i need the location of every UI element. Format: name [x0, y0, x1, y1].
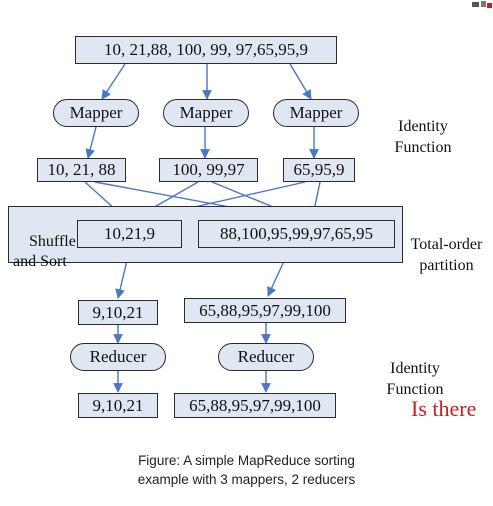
mapper-output-2-text: 100, 99,97 [172, 160, 245, 179]
sorted-partition-1-text: 9,10,21 [92, 302, 144, 322]
final-output-1: 9,10,21 [78, 393, 158, 418]
mapper-output-1: 10, 21, 88 [37, 158, 126, 182]
mapper-output-3: 65,95,9 [283, 158, 355, 182]
reducer-identity-note-text: Identity Function [386, 360, 444, 398]
side-question-text: Is there [411, 396, 477, 421]
sorted-partition-1: 9,10,21 [78, 300, 158, 325]
corner-logo-icon [472, 1, 492, 8]
shuffle-sort-label-text: Shuffle and Sort [13, 233, 76, 270]
figure-caption-text: Figure: A simple MapReduce sorting examp… [137, 453, 356, 487]
mapper-identity-note: Identity Function [378, 95, 468, 158]
mapper-3-label: Mapper [289, 103, 343, 122]
input-box: 10, 21,88, 100, 99, 97,65,95,9 [75, 36, 337, 64]
total-order-note-text: Total-order partition [410, 236, 483, 274]
reducer-2: Reducer [218, 343, 314, 371]
shuffle-sort-label: Shuffle and Sort [13, 212, 76, 292]
mapper-2-label: Mapper [179, 103, 233, 122]
mapper-output-3-text: 65,95,9 [293, 160, 345, 179]
reducer-1-label: Reducer [89, 347, 147, 366]
sorted-partition-2-text: 65,88,95,97,99,100 [199, 300, 331, 320]
mapper-1-label: Mapper [69, 103, 123, 122]
reducer-1: Reducer [70, 343, 166, 371]
mapper-output-2: 100, 99,97 [159, 158, 258, 182]
reducer-2-label: Reducer [237, 347, 295, 366]
mapper-1: Mapper [53, 99, 139, 127]
partition-2-text: 88,100,95,99,97,65,95 [220, 224, 373, 243]
mapper-3: Mapper [273, 99, 359, 127]
edge-mapper1-output [85, 126, 97, 159]
partition-1: 10,21,9 [77, 220, 182, 248]
mapper-output-1-text: 10, 21, 88 [47, 160, 116, 179]
mapper-2: Mapper [163, 99, 249, 127]
sorted-partition-2: 65,88,95,97,99,100 [184, 298, 346, 323]
total-order-note: Total-order partition [400, 213, 493, 276]
final-output-2-text: 65,88,95,97,99,100 [189, 395, 321, 415]
edge-input-mapper1 [101, 63, 126, 100]
reducer-identity-note: Identity Function [370, 337, 460, 400]
partition-1-text: 10,21,9 [104, 224, 155, 243]
mapper-identity-note-text: Identity Function [394, 118, 452, 156]
figure-caption: Figure: A simple MapReduce sorting examp… [0, 432, 493, 489]
partition-2: 88,100,95,99,97,65,95 [198, 220, 395, 248]
final-output-2: 65,88,95,97,99,100 [174, 393, 336, 418]
input-box-text: 10, 21,88, 100, 99, 97,65,95,9 [104, 40, 308, 59]
edge-input-mapper3 [289, 63, 312, 100]
final-output-1-text: 9,10,21 [92, 395, 144, 415]
